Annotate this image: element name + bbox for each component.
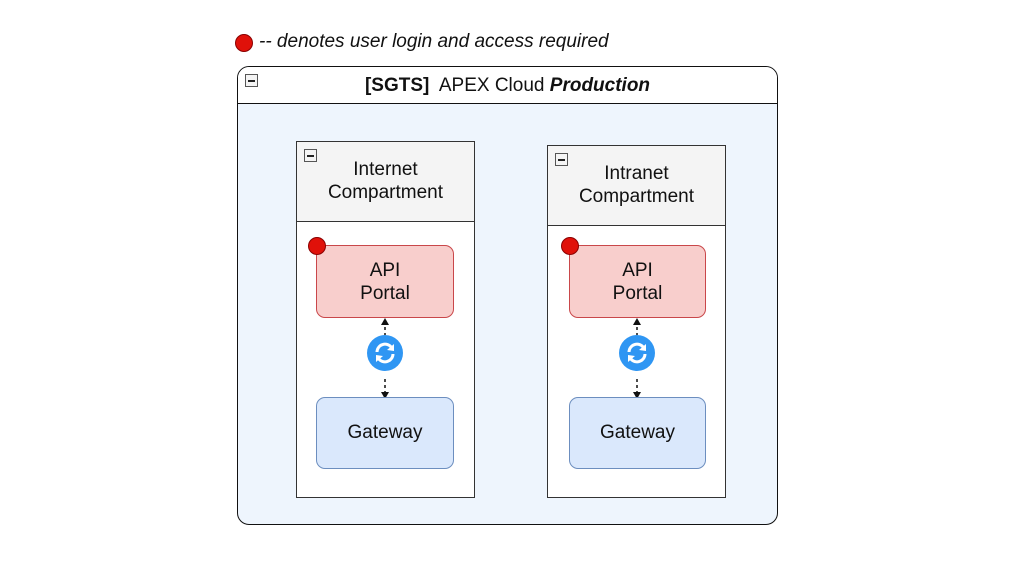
login-required-icon [308,237,326,255]
gateway-intranet[interactable]: Gateway [569,397,706,469]
gateway-internet[interactable]: Gateway [316,397,454,469]
portal-label-line2: Portal [612,282,663,304]
title-name: APEX Cloud [438,75,545,96]
container-header: [SGTS] APEX Cloud Production [238,67,777,104]
title-environment: Production [549,75,651,96]
portal-label-line1: API [622,259,653,281]
collapse-icon[interactable] [304,149,317,162]
compartment-title-line2: Compartment [327,182,444,203]
sync-icon [367,335,403,371]
compartment-title-line2: Compartment [578,186,695,207]
compartment-title-line1: Intranet [604,163,669,184]
compartment-header: Internet Compartment [297,142,474,222]
compartment-title-line1: Internet [353,159,418,180]
login-required-icon [561,237,579,255]
collapse-icon[interactable] [555,153,568,166]
compartment-header: Intranet Compartment [548,146,725,226]
api-portal-internet[interactable]: API Portal [316,245,454,318]
compartment-title: Intranet Compartment [548,162,725,208]
title-tag: [SGTS] [364,75,430,96]
container-title: [SGTS] APEX Cloud Production [238,75,777,97]
legend-text: -- denotes user login and access require… [259,31,609,52]
gateway-label: Gateway [347,422,423,443]
portal-label-line2: Portal [360,282,410,304]
connector-arrows [381,318,389,399]
login-required-legend-icon [235,34,253,52]
sync-icon [619,335,655,371]
portal-label-line1: API [369,259,401,281]
compartment-title: Internet Compartment [297,158,474,204]
gateway-label: Gateway [600,422,675,443]
connector-arrows [633,318,641,399]
collapse-icon[interactable] [245,74,258,87]
api-portal-intranet[interactable]: API Portal [569,245,706,318]
